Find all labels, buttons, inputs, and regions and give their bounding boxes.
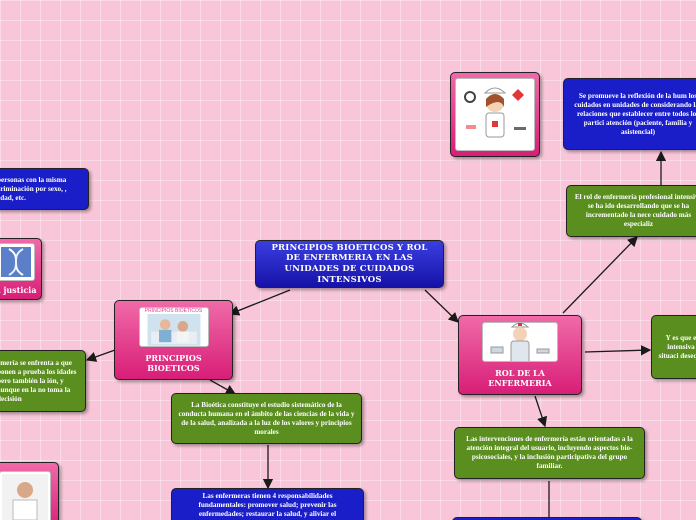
doctor-photo-icon xyxy=(1,474,48,520)
principios-image-caption: PRINCIPIOS BIOÉTICOS xyxy=(144,308,203,314)
link-central-principios xyxy=(228,289,291,316)
rol-label: ROL DE LA ENFERMERIA xyxy=(488,368,552,388)
equality-text: personas con la misma criminación por se… xyxy=(0,175,67,202)
principios-image: PRINCIPIOS BIOÉTICOS xyxy=(138,307,209,347)
link-rol-interventions xyxy=(534,395,548,428)
interventions-node[interactable]: Las intervenciones de enfermería están o… xyxy=(454,427,645,479)
definition-text: La Bioética constituye el estudio sistem… xyxy=(178,400,355,436)
principios-bioeticos-node[interactable]: PRINCIPIOS BIOÉTICOS PRINCIPIOS BIOETICO… xyxy=(114,300,233,380)
situation-text: Y es que e intensiva situaci desequi xyxy=(658,333,696,360)
justicia-node[interactable]: a justicia xyxy=(0,238,42,300)
link-principios-dilemma xyxy=(85,349,116,362)
role-node[interactable]: El rol de enfermería profesional intensi… xyxy=(566,185,696,237)
rol-enfermeria-node[interactable]: ROL DE LA ENFERMERIA xyxy=(458,315,582,395)
responsibilities-text: Las enfermeras tienen 4 responsabilidade… xyxy=(198,492,337,518)
dna-icon xyxy=(1,247,31,277)
principios-label: PRINCIPIOS BIOETICOS xyxy=(145,353,202,373)
equality-node[interactable]: personas con la misma criminación por se… xyxy=(0,168,89,210)
nurse-with-medical-items-icon xyxy=(458,80,532,149)
justicia-label: a justicia xyxy=(0,285,37,295)
central-topic[interactable]: PRINCIPIOS BIOETICOS Y ROL DE ENFERMERIA… xyxy=(255,240,444,288)
reflection-text: Se promueve la reflexión de la hum los c… xyxy=(574,91,696,136)
patient-care-photo-icon xyxy=(147,314,200,346)
reflection-node[interactable]: Se promueve la reflexión de la hum los c… xyxy=(563,78,696,150)
dilemma-text: rmería se enfrenta a que ponen a prueba … xyxy=(0,358,77,403)
nurse-cartoon-icon xyxy=(485,323,555,361)
central-topic-text: PRINCIPIOS BIOETICOS Y ROL DE ENFERMERIA… xyxy=(271,242,428,285)
link-principios-definition xyxy=(209,379,237,395)
situation-node[interactable]: Y es que e intensiva situaci desequi xyxy=(651,315,696,379)
link-rol-role xyxy=(562,236,638,314)
dilemma-node[interactable]: rmería se enfrenta a que ponen a prueba … xyxy=(0,350,86,412)
nurse-cartoon-node[interactable] xyxy=(450,72,540,157)
nurse-photo-node[interactable] xyxy=(0,462,59,520)
nurse-photo xyxy=(0,471,51,520)
justicia-image xyxy=(0,243,35,281)
link-central-rol xyxy=(424,289,459,323)
interventions-text: Las intervenciones de enfermería están o… xyxy=(466,435,633,470)
definition-node[interactable]: La Bioética constituye el estudio sistem… xyxy=(171,393,362,444)
nurse-cartoon-image xyxy=(455,78,535,151)
link-rol-situation xyxy=(584,345,652,356)
rol-image xyxy=(482,322,558,362)
responsibilities-node[interactable]: Las enfermeras tienen 4 responsabilidade… xyxy=(171,488,364,520)
role-text: El rol de enfermería profesional intensi… xyxy=(574,193,696,228)
